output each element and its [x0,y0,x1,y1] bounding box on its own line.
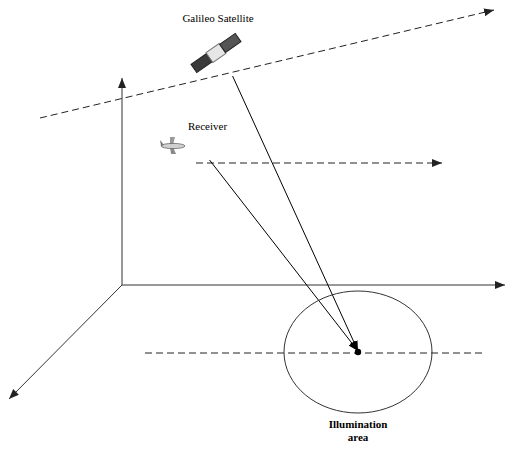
receiver-trajectory [196,163,442,164]
aircraft-icon [158,134,188,156]
fuselage [161,143,185,148]
receiver-node: Receiver [158,120,230,160]
area-outline [284,291,432,413]
illumination-ellipse [283,290,433,414]
node-label: Galileo Satellite [174,12,262,25]
satellite-icon [188,30,244,76]
satellite-node: Galileo Satellite [174,12,262,76]
node-label: Illumination area [318,418,398,444]
solar-panel [220,33,241,52]
z-axis [122,78,123,285]
x-axis [9,285,122,399]
ground-track [145,353,482,354]
y-axis [122,285,505,286]
node-label: Receiver [188,120,227,133]
satellite-trajectory [40,10,494,118]
illumination-area: Illumination area [283,290,433,414]
signal-path [210,160,358,351]
specular-point [355,349,361,355]
tail [160,140,164,146]
